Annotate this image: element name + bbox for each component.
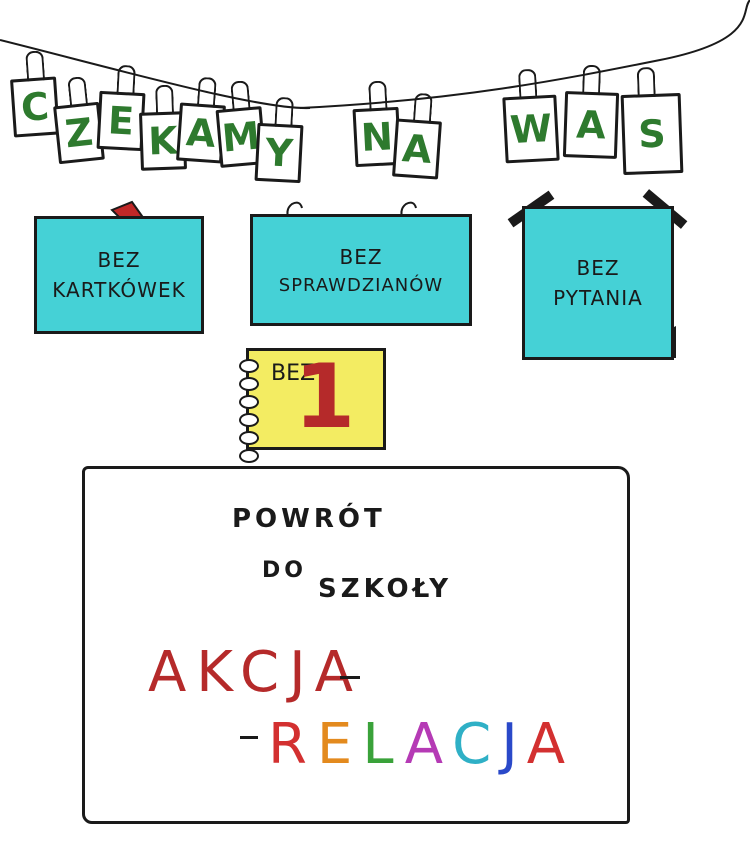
- text-relacja: RELACJA: [268, 712, 575, 777]
- banner-letter-e: E: [96, 90, 146, 152]
- akcja-dash: [340, 676, 360, 679]
- note-sprawdzianow-line1: BEZ: [339, 244, 383, 269]
- text-do: DO: [262, 558, 307, 583]
- note-kartkowek-line1: BEZ: [97, 248, 141, 272]
- note-bez-sprawdzianow: BEZ SPRAWDZIANÓW: [250, 214, 472, 326]
- banner-letter-s: S: [620, 92, 684, 176]
- relacja-letter-1: R: [268, 712, 317, 777]
- notebook-number: 1: [294, 345, 356, 448]
- note-bez-pytania: BEZ PYTANIA: [522, 206, 674, 360]
- relacja-letter-6: J: [501, 712, 527, 777]
- notebook-bez-1: BEZ 1: [239, 345, 386, 463]
- banner-letter-w: W: [502, 94, 560, 164]
- note-sprawdzianow-line2: SPRAWDZIANÓW: [278, 274, 444, 296]
- text-powrot: POWRÓT: [232, 504, 386, 534]
- note-pytania-line2: PYTANIA: [553, 286, 643, 310]
- text-akcja: AKCJA: [148, 640, 363, 705]
- relacja-letter-5: C: [452, 712, 502, 777]
- parchment-frame: [82, 466, 630, 824]
- relacja-letter-3: L: [362, 712, 405, 777]
- text-szkoly: SZKOŁY: [318, 574, 453, 604]
- banner-letter-y: Y: [254, 122, 304, 184]
- note-kartkowek-line2: KARTKÓWEK: [52, 278, 186, 302]
- note-bez-kartkowek: BEZ KARTKÓWEK: [34, 216, 204, 334]
- notebook-label: BEZ: [271, 361, 316, 386]
- clothesline-right: [299, 0, 750, 109]
- notebook-spiral: [239, 359, 259, 467]
- banner-letter-a3: A: [562, 91, 620, 159]
- relacja-letter-4: A: [404, 712, 453, 777]
- banner-letter-a2: A: [392, 118, 442, 180]
- relacja-dash: [240, 736, 258, 739]
- note-pytania-line1: BEZ: [576, 256, 620, 280]
- relacja-letter-7: A: [526, 712, 576, 777]
- relacja-letter-2: E: [316, 712, 363, 777]
